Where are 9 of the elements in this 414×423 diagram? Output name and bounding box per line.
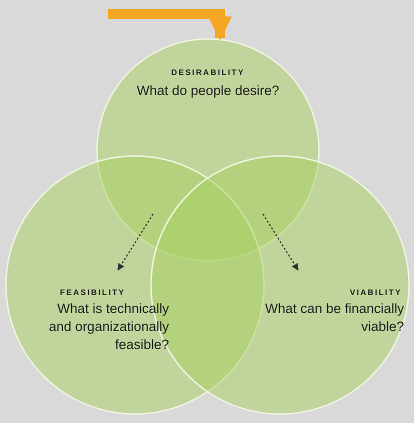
arrow [118,214,154,271]
circle-heading: DESIRABILITY [170,68,246,77]
circle-question: What is technically and organizationally feasible? [48,300,169,354]
arrow [108,9,232,40]
circle-heading: FEASIBILITY [60,288,126,297]
circle-question: What can be financially viable? [264,300,404,336]
arrow [262,214,298,271]
circle-heading: VIABILITY [348,288,402,297]
circle-question: What do people desire? [136,82,280,100]
